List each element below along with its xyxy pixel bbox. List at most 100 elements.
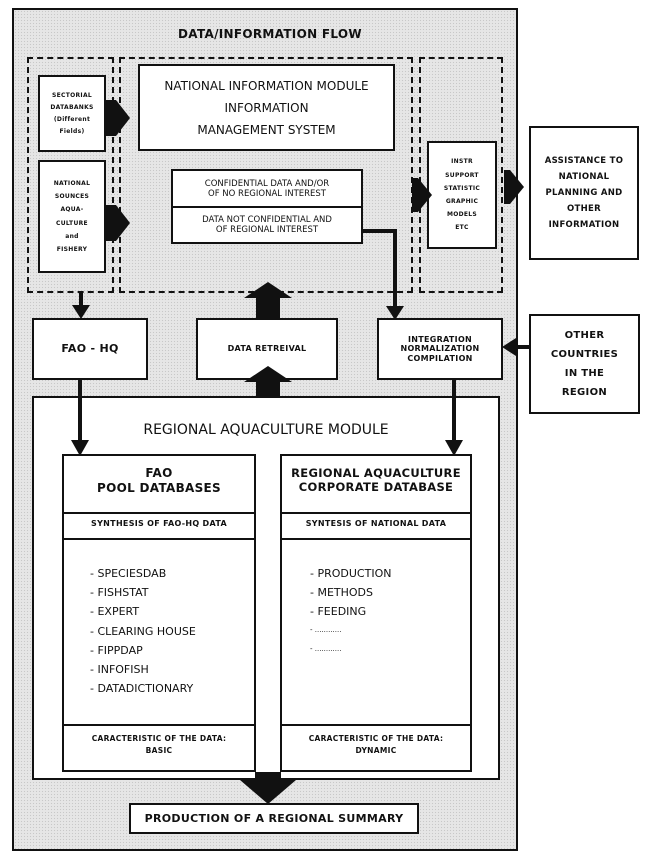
integration-box: INTEGRATION NORMALIZATION COMPILATION [377, 318, 503, 380]
assistance-line: OTHER [567, 204, 601, 215]
tools-line: INSTR [451, 158, 473, 166]
fao-pool-item: - CLEARING HOUSE [90, 624, 196, 638]
fao-pool-item: - SPECIESDAB [90, 567, 167, 580]
arrow-down-icon [445, 440, 463, 456]
regional-summary-box: PRODUCTION OF A REGIONAL SUMMARY [129, 803, 419, 834]
divider [280, 724, 472, 726]
nonconfidential-line: DATA NOT CONFIDENTIAL AND [202, 215, 332, 225]
regional-db-item: - FEEDING [310, 605, 367, 618]
arrow-down-icon [240, 780, 296, 804]
arrow-right-icon [504, 170, 524, 204]
tools-dashed-group [419, 57, 503, 293]
divider [62, 512, 256, 514]
arrow-line [512, 345, 530, 349]
fao-characteristic-line: CARACTERISTIC OF THE DATA: [91, 734, 227, 743]
fao-pool-databases-panel [62, 454, 256, 772]
fao-pool-list: - SPECIESDAB - FISHSTAT - EXPERT - CLEAR… [90, 564, 196, 698]
integration-line: INTEGRATION [407, 334, 473, 344]
fao-characteristic-line: BASIC [145, 746, 173, 755]
arrow-up-icon [244, 366, 292, 398]
sectorial-line: Fields) [59, 128, 85, 136]
tools-line: ETC [455, 224, 469, 232]
arrow-line [393, 229, 397, 309]
tools-line: GRAPHIC [445, 198, 479, 205]
module-line: NATIONAL INFORMATION MODULE [164, 78, 369, 93]
arrow-line [78, 380, 82, 442]
diagram-title: DATA/INFORMATION FLOW [178, 27, 362, 41]
arrow-down-icon [72, 305, 90, 319]
regional-db-list: - PRODUCTION - METHODS - FEEDING - .....… [310, 564, 391, 659]
regional-summary-label: PRODUCTION OF A REGIONAL SUMMARY [144, 811, 404, 825]
tools-line: SUPPORT [445, 171, 479, 179]
confidential-data-box: CONFIDENTIAL DATA AND/OR OF NO REGIONAL … [171, 169, 363, 208]
arrow-line [452, 380, 456, 442]
arrow-left-icon [502, 338, 516, 356]
fao-pool-item: - DATADICTIONARY [90, 682, 194, 696]
national-information-module-box: NATIONAL INFORMATION MODULE INFORMATION … [138, 64, 395, 151]
regional-db-title-line: CORPORATE DATABASE [298, 480, 454, 495]
regional-db-item: - PRODUCTION [310, 567, 392, 580]
divider [62, 538, 256, 540]
fao-pool-item: - INFOFISH [90, 663, 149, 677]
non-confidential-data-box: DATA NOT CONFIDENTIAL AND OF REGIONAL IN… [171, 206, 363, 244]
sources-dashed-group [27, 57, 114, 293]
sectorial-line: (Different [53, 116, 91, 123]
assistance-box: ASSISTANCE TO NATIONAL PLANNING AND OTHE… [529, 126, 639, 260]
assistance-line: ASSISTANCE TO [544, 155, 624, 166]
arrow-right-icon [104, 205, 130, 241]
fao-pool-item: - FIPPDAP [90, 643, 143, 657]
divider [280, 512, 472, 514]
sources-line: NATIONAL [53, 179, 91, 187]
tools-box: INSTR SUPPORT STATISTIC GRAPHIC MODELS E… [427, 141, 497, 249]
fao-pool-item: - EXPERT [90, 605, 140, 619]
divider [62, 724, 256, 726]
national-sources-box: NATIONAL SOUNCES AQUA- CULTURE and FISHE… [38, 160, 106, 273]
regional-characteristic: CARACTERISTIC OF THE DATA: DYNAMIC [280, 733, 472, 757]
fao-hq-box: FAO - HQ [32, 318, 148, 380]
fao-pool-title-line: FAO [145, 466, 173, 480]
module-line: INFORMATION [224, 100, 309, 115]
sectorial-line: SECTORIAL [51, 91, 93, 99]
regional-db-item: - METHODS [310, 586, 374, 599]
sources-line: CULTURE [56, 219, 88, 227]
regional-synthesis-label: SYNTESIS OF NATIONAL DATA [305, 519, 447, 528]
assistance-line: PLANNING AND [545, 187, 623, 198]
tools-line: STATISTIC [443, 184, 481, 192]
regional-db-title-line: REGIONAL AQUACULTURE [291, 466, 461, 480]
other-countries-line: IN THE [564, 367, 605, 379]
regional-characteristic-line: DYNAMIC [355, 746, 397, 755]
regional-characteristic-line: CARACTERISTIC OF THE DATA: [308, 734, 444, 743]
fao-hq-label: FAO - HQ [61, 342, 119, 356]
regional-db-item: - ............ [310, 626, 342, 634]
nonconfidential-line: OF REGIONAL INTEREST [215, 225, 319, 235]
sources-line: FISHERY [56, 245, 88, 253]
regional-module-title: REGIONAL AQUACULTURE MODULE [143, 422, 389, 438]
data-retrieval-label: DATA RETREIVAL [227, 344, 307, 354]
arrow-right-icon [104, 100, 130, 136]
module-line: MANAGEMENT SYSTEM [197, 122, 336, 137]
assistance-line: NATIONAL [558, 171, 610, 182]
sources-line: AQUA- [60, 206, 84, 214]
other-countries-line: REGION [561, 386, 608, 398]
sources-line: SOUNCES [54, 193, 90, 201]
confidential-line: CONFIDENTIAL DATA AND/OR [204, 178, 330, 189]
confidential-line: OF NO REGIONAL INTEREST [208, 188, 326, 199]
regional-db-title: REGIONAL AQUACULTURE CORPORATE DATABASE [280, 466, 472, 495]
other-countries-box: OTHER COUNTRIES IN THE REGION [529, 314, 640, 414]
regional-corporate-database-panel [280, 454, 472, 772]
integration-line: NORMALIZATION [400, 344, 480, 354]
other-countries-line: COUNTRIES [550, 348, 619, 360]
arrow-up-icon [244, 282, 292, 318]
arrow-down-icon [71, 440, 89, 456]
arrow-line [363, 229, 397, 233]
arrow-down-icon [386, 306, 404, 320]
fao-pool-title-line: POOL DATABASES [97, 481, 221, 495]
assistance-line: INFORMATION [548, 220, 620, 231]
integration-line: COMPILATION [407, 353, 473, 363]
tools-line: MODELS [446, 211, 478, 219]
fao-pool-title: FAO POOL DATABASES [62, 466, 256, 496]
sectorial-line: DATABANKS [50, 103, 94, 111]
fao-synthesis-label: SYNTHESIS OF FAO-HQ DATA [91, 519, 227, 528]
divider [280, 538, 472, 540]
arrow-line [79, 293, 83, 307]
